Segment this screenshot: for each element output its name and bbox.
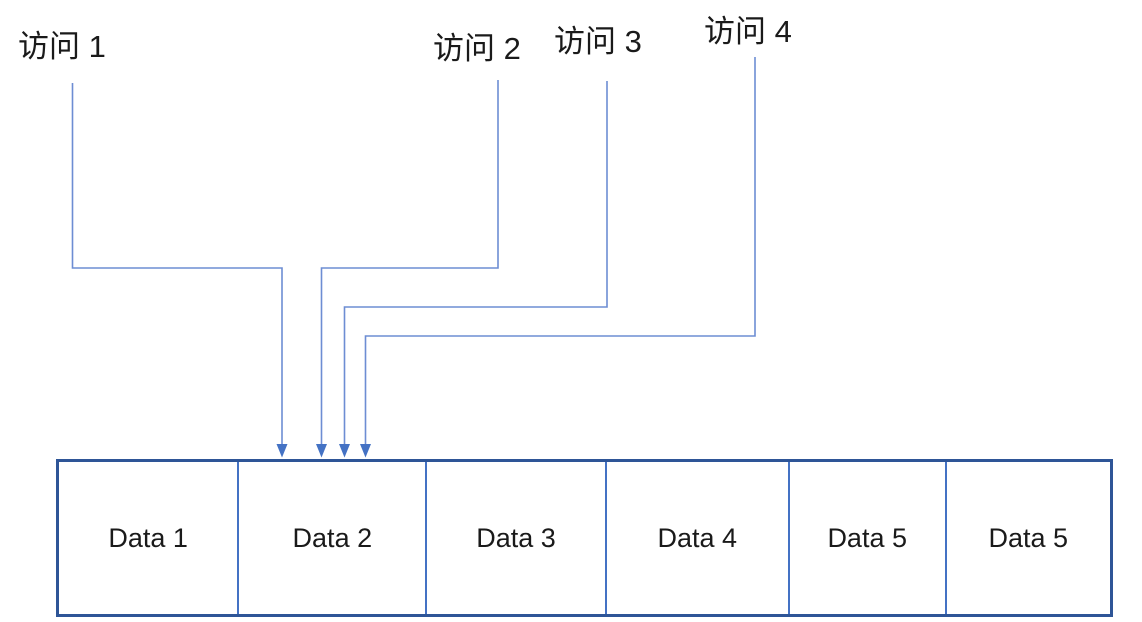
connector-access-1-line: [71, 83, 283, 445]
data-cell-label: Data 4: [657, 522, 738, 553]
connector-access-1-arrowhead-icon: [276, 444, 288, 458]
connector-access-2-arrowhead-icon: [316, 444, 327, 458]
data-cell-5: Data 5: [790, 462, 947, 614]
data-cell-6: Data 5: [947, 462, 1110, 614]
data-cell-4: Data 4: [607, 462, 790, 614]
data-array-row: Data 1 Data 2 Data 3 Data 4 Data 5 Data …: [56, 459, 1113, 617]
connector-access-3-arrowhead-icon: [339, 444, 350, 458]
connector-access-2-line: [320, 80, 499, 445]
connector-access-3-line: [343, 81, 608, 445]
access-label-4: 访问 4: [704, 14, 792, 49]
connector-access-4-line: [364, 57, 756, 445]
access-label-2: 访问 2: [433, 31, 521, 66]
data-cell-label: Data 1: [108, 522, 188, 553]
access-label-1: 访问 1: [18, 29, 106, 64]
data-cell-3: Data 3: [427, 462, 607, 614]
connector-access-4-arrowhead-icon: [360, 444, 371, 458]
data-cell-label: Data 5: [827, 522, 907, 553]
data-cell-label: Data 3: [476, 522, 556, 553]
data-cell-label: Data 5: [988, 522, 1069, 553]
data-cell-1: Data 1: [59, 462, 240, 614]
access-label-3: 访问 3: [554, 24, 642, 59]
data-cell-label: Data 2: [292, 522, 373, 553]
data-cell-2: Data 2: [239, 462, 428, 614]
